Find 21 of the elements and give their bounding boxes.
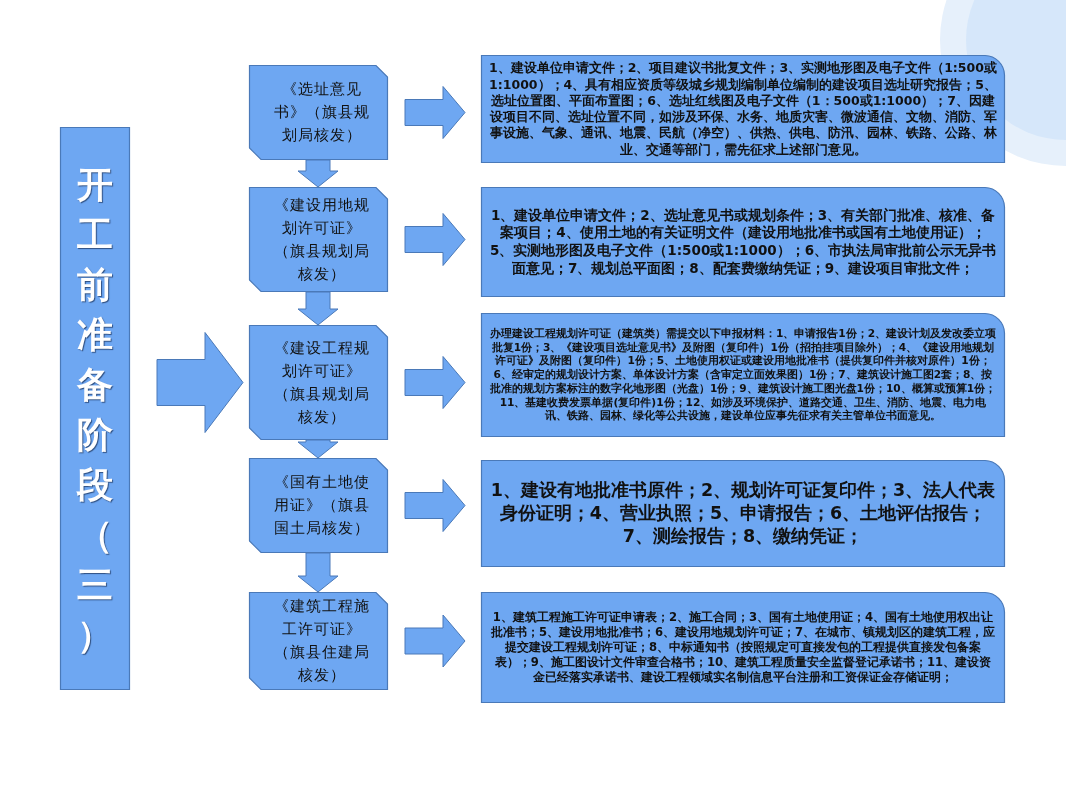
block-arrow [297,159,339,188]
block-arrow [404,86,466,139]
requirements-box: 办理建设工程规划许可证（建筑类）需提交以下申报材料：1、申请报告1份；2、建设计划及发改委立项批复1份；3、《建设项目选址意见书》及附图（复印件）1份（招拍挂项目除外）；4、《建设用地规划许可证》及附图（复印件）1份；5、土地使用权证或建设用地批准书（提供复印件并核对原件）1份；6、经审定的规划设计方案、单体设计方案（含审定立面效果图）1份；7、建筑设计施工图2套；8、按批准的规划方案标注的数字化地形图（光盘）1份；9、建筑设计施工图光盘1份；10、概算或预算1份；11、基建收费发票单据(复印件)1份；12、如涉及环境保护、道路交通、卫生、消防、地震、电力电讯、铁路、园林、绿化等公共设施，建设单位应事先征求有关主管单位书面意见。 [481,313,1005,437]
document-box: 《选址意见书》（旗县规划局核发） [249,65,388,160]
block-arrow [404,356,466,409]
requirements-box: 1、建设单位申请文件；2、选址意见书或规划条件；3、有关部门批准、核准、备案项目；4、使用土地的有关证明文件（建设用地批准书或国有土地使用证）；5、实测地形图及电子文件（1:500或1:1000）；6、市执法局审批前公示无异书面意见；7、规划总平面图；8、配套费缴纳凭证；9、建设项目审批文件； [481,187,1005,297]
block-arrow [404,213,466,266]
document-box: 《建筑工程施工许可证》（旗县住建局核发） [249,592,388,690]
block-arrow [404,614,466,668]
block-arrow [297,291,339,326]
stage-box: 开工前准备阶段（三） [60,127,130,690]
requirements-box: 1、建设有地批准书原件；2、规划许可证复印件；3、法人代表身份证明；4、营业执照；5、申请报告；6、土地评估报告；7、测绘报告；8、缴纳凭证； [481,460,1005,567]
block-arrow [297,552,339,593]
document-box: 《建设工程规划许可证》（旗县规划局核发） [249,325,388,440]
block-arrow [297,439,339,459]
block-arrow [404,479,466,532]
requirements-box: 1、建设单位申请文件；2、项目建议书批复文件；3、实测地形图及电子文件（1:500或1:1000）；4、具有相应资质等级城乡规划编制单位编制的建设项目选址研究报告；5、选址位置图、平面布置图；6、选址红线图及电子文件（1：500或1:1000）；7、因建设项目不同、选址位置不同，如涉及环保、水务、地质灾害、微波通信、文物、消防、军事设施、气象、通讯、地震、民航（净空）、供热、供电、防汛、园林、铁路、公路、林业、交通等部门，需先征求上述部门意见。 [481,55,1005,163]
block-arrow [156,332,244,433]
document-box: 《建设用地规划许可证》（旗县规划局核发） [249,187,388,292]
document-box: 《国有土地使用证》（旗县国土局核发） [249,458,388,553]
requirements-box: 1、建筑工程施工许可证申请表；2、施工合同；3、国有土地使用证；4、国有土地使用权出让批准书；5、建设用地批准书；6、建设用地规划许可证；7、在城市、镇规划区的建筑工程，应提交建设工程规划许可证；8、中标通知书（按照规定可直接发包的工程提供直接发包备案表）；9、施工图设计文件审查合格书；10、建筑工程质量安全监督登记承诺书；11、建设资金已经落实承诺书、建设工程领域实名制信息平台注册和工资保证金存储证明； [481,592,1005,703]
